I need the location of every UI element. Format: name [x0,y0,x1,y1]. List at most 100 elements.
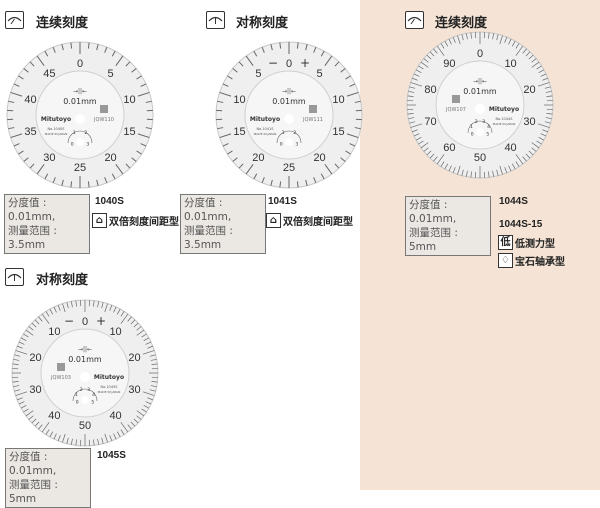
resolution-arrows-icon: →||← [73,88,87,95]
scale-label: 10 [48,326,60,338]
model-number: 1044S [499,196,528,207]
counter-label: 1 [75,392,78,398]
center-hole [475,104,485,114]
section-title: 连续刻度 [36,12,88,31]
resolution-arrows-icon: →||← [473,78,487,85]
scale-label: 10 [123,94,135,106]
scale-label: 20 [313,152,325,164]
scale-label: 80 [424,84,436,96]
feature-item: ⌂双倍刻度间距型 [92,213,179,228]
qr-code-icon [57,363,65,371]
scale-label: 40 [504,142,516,154]
dial-code: JQW103 [50,375,71,381]
dial-face-1040s: 051015202530354045→||←0.01mmMitutoyoNo.1… [5,40,155,190]
counter-label: 1 [73,130,76,136]
center-hole [80,372,90,382]
section-title: 对称刻度 [236,12,288,31]
scale-label: 20 [104,152,116,164]
balanced-scale-icon [5,268,24,286]
spec-box: 分度值 : 0.01mm,测量范围 : 5mm [405,196,491,256]
dial-model-number: No.1041S [257,127,275,131]
counter-label: 0 [280,142,283,148]
section-title: 对称刻度 [36,269,88,288]
spec-box: 分度值 : 0.01mm,测量范围 : 3.5mm [180,194,266,254]
scale-label: 60 [443,142,455,154]
model-number: 1040S [95,196,124,207]
scale-label: 0 [286,58,292,70]
dial-code: JQW110 [93,117,114,123]
dial-resolution: 0.01mm [272,97,306,106]
minus-sign: − [268,56,278,70]
scale-label: 10 [233,94,245,106]
counter-label: 3 [295,142,298,148]
dial-model-number: No.1044S [496,117,514,121]
feature-label: 双倍刻度间距型 [109,213,179,228]
spec-resolution: 分度值 : 0.01mm, [409,198,487,226]
dial-origin: MADE IN JAPAN [45,132,68,136]
scale-label: 20 [252,152,264,164]
feature-item: ⌂双倍刻度间距型 [266,213,353,228]
scale-label: 40 [109,410,121,422]
scale-label: 35 [24,126,36,138]
scale-label: 0 [477,48,483,60]
qr-code-icon [100,105,108,113]
qr-code-icon [452,95,460,103]
qr-code-icon [309,105,317,113]
scale-label: 25 [283,162,295,174]
feature-label: 低测力型 [515,235,555,250]
scale-label: 0 [77,58,83,70]
brand-logo: Mitutoyo [41,116,71,123]
dial-resolution: 0.01mm [63,97,97,106]
counter-hole [76,138,84,146]
spec-resolution: 分度值 : 0.01mm, [8,196,86,224]
counter-hole [81,396,89,404]
spec-range: 测量范围 : 3.5mm [184,224,262,252]
counter-hole [285,138,293,146]
counter-label: 0 [76,400,79,406]
spec-box: 分度值 : 0.01mm,测量范围 : 5mm [5,448,91,508]
counter-label: 0 [471,132,474,138]
scale-label: 20 [128,352,140,364]
counter-label: 3 [86,142,89,148]
dial-face-1041s: 05510101515202025−+→||←0.01mmMitutoyoNo.… [214,40,364,190]
counter-label: 2 [84,130,87,136]
scale-label: 5 [255,68,261,80]
counter-label: 5 [486,132,489,138]
center-hole [284,114,294,124]
scale-label: 70 [424,116,436,128]
scale-label: 30 [523,116,535,128]
continuous-scale-icon [405,11,424,29]
dial-resolution: 0.01mm [463,87,497,96]
scale-label: 30 [29,384,41,396]
section-title: 连续刻度 [435,12,487,31]
scale-label: 45 [43,68,55,80]
dial-origin: MADE IN JAPAN [254,132,277,136]
feature-label: 双倍刻度间距型 [283,213,353,228]
counter-hole [476,128,484,136]
scale-label: 10 [332,94,344,106]
counter-label: 2 [475,119,478,125]
scale-label: 5 [108,68,114,80]
spec-range: 测量范围 : 5mm [9,478,87,506]
model-number: 1041S [268,196,297,207]
model-number: 1045S [97,450,126,461]
counter-label: 4 [487,124,490,130]
dial-model-number: No.1040S [48,127,66,131]
dial-code: JQW107 [445,107,466,113]
scale-label: 15 [233,126,245,138]
feature-label: 宝石轴承型 [515,253,565,268]
scale-label: 5 [317,68,323,80]
dial-face-1045s: 0101020203030404050−+→||←0.01mmMitutoyoN… [10,298,160,448]
scale-label: 0 [82,316,88,328]
scale-label: 30 [43,152,55,164]
scale-label: 90 [443,58,455,70]
dial-resolution: 0.01mm [68,355,102,364]
low-force-icon: 低 [498,235,513,250]
scale-label: 20 [29,352,41,364]
dial-model-number: No.1045S [101,385,119,389]
double-spacing-icon: ⌂ [266,213,281,228]
balanced-scale-icon [206,11,225,29]
scale-label: 10 [504,58,516,70]
scale-label: 40 [24,94,36,106]
dial-origin: MADE IN JAPAN [98,390,121,394]
